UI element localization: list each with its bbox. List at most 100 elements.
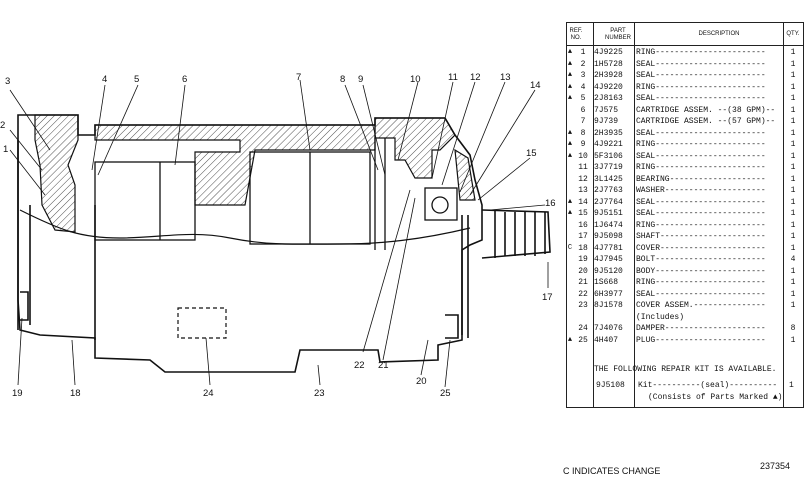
part-number: 6H3977: [594, 289, 623, 299]
parts-table-header: REF. NO. PART NUMBER DESCRIPTION QTY.: [566, 22, 804, 46]
callout-15: 15: [526, 148, 537, 159]
callout-8: 8: [340, 74, 345, 85]
ref-number: 4: [580, 82, 586, 92]
row-mark: C: [567, 243, 573, 252]
ref-number: 15: [578, 209, 588, 218]
ref-number: 17: [578, 232, 588, 241]
quantity: 1: [790, 186, 796, 195]
description: RING-----------------------: [636, 163, 766, 172]
part-number: 1H5728: [594, 59, 623, 69]
description: RING-----------------------: [636, 48, 766, 57]
row-mark: ▲: [567, 128, 573, 137]
callout-9: 9: [358, 74, 363, 85]
quantity: 1: [790, 82, 796, 92]
callout-16: 16: [545, 198, 556, 209]
ref-number: 7: [580, 117, 586, 126]
row-mark: ▲: [567, 209, 573, 217]
part-number: 9J5120: [594, 266, 623, 276]
callout-14: 14: [530, 80, 541, 91]
ref-number: 22: [578, 289, 588, 299]
description: SEAL-----------------------: [636, 71, 766, 80]
part-number: 4J9221: [594, 140, 623, 149]
quantity: 1: [790, 71, 796, 80]
header-qty: QTY.: [786, 31, 800, 37]
callout-25: 25: [440, 388, 451, 399]
ref-number: 10: [578, 151, 588, 161]
quantity: 1: [790, 105, 796, 115]
col-divider-1: [593, 22, 594, 407]
part-number: 9J5098: [594, 232, 623, 241]
parts-table-body: [566, 45, 804, 408]
quantity: 1: [790, 243, 796, 253]
callout-20: 20: [416, 376, 427, 387]
col-divider-3: [783, 22, 784, 407]
part-number: 4J9220: [594, 82, 623, 92]
part-number: 2J7763: [594, 186, 623, 195]
figure-number: 237354: [760, 461, 791, 471]
part-number: 2J8163: [594, 94, 623, 103]
ref-number: 20: [578, 266, 588, 276]
part-number: 9J5151: [594, 209, 623, 218]
ref-number: 13: [578, 186, 588, 195]
part-number: 8J1578: [594, 301, 623, 310]
description: SEAL-----------------------: [636, 209, 766, 218]
quantity: 1: [790, 59, 796, 69]
callout-labels: 1 2 3 4 5 6 7 8 9 10 11 12 13 14 15 16 1…: [0, 72, 556, 399]
part-number: 4J7945: [594, 255, 623, 264]
quantity: 1: [790, 48, 796, 57]
callout-13: 13: [500, 72, 511, 83]
callout-1: 1: [3, 144, 8, 155]
quantity: 1: [790, 301, 796, 310]
ref-number: 1: [580, 48, 586, 57]
row-mark: ▲: [567, 59, 573, 68]
quantity: 1: [790, 232, 796, 241]
ref-number: 24: [578, 324, 588, 333]
description: RING-----------------------: [636, 278, 766, 287]
part-number: 4J9225: [594, 48, 623, 57]
description: SEAL-----------------------: [636, 197, 766, 207]
repair-kit-note: THE FOLLOWING REPAIR KIT IS AVAILABLE.: [594, 365, 777, 374]
description: CARTRIDGE ASSEM. --(38 GPM)--: [636, 105, 776, 115]
row-mark: ▲: [567, 82, 573, 91]
callout-7: 7: [296, 72, 301, 83]
ref-number: 11: [578, 163, 588, 172]
ref-number: 9: [580, 140, 586, 149]
quantity: 1: [790, 335, 796, 345]
description: BOLT-----------------------: [636, 255, 766, 264]
part-number: 4H407: [594, 335, 619, 345]
callout-19: 19: [12, 388, 23, 399]
internal-cartridges: [94, 138, 458, 250]
row-mark: ▲: [567, 94, 573, 102]
part-number: 7J4076: [594, 324, 623, 333]
header-ref-no: REF. NO.: [569, 28, 583, 41]
row-mark: ▲: [567, 48, 573, 56]
description: BODY-----------------------: [636, 266, 766, 276]
ref-number: 16: [578, 220, 588, 230]
description: PLUG-----------------------: [636, 335, 766, 345]
callout-17: 17: [542, 292, 553, 303]
description: SEAL-----------------------: [636, 128, 766, 138]
description: WASHER---------------------: [636, 186, 766, 195]
callout-21: 21: [378, 360, 389, 371]
quantity: 1: [790, 151, 796, 161]
part-number: 1J6474: [594, 220, 623, 230]
ref-number: 21: [578, 278, 588, 287]
ref-number: 14: [578, 197, 588, 207]
row-mark: ▲: [567, 335, 573, 344]
quantity: 1: [790, 278, 796, 287]
